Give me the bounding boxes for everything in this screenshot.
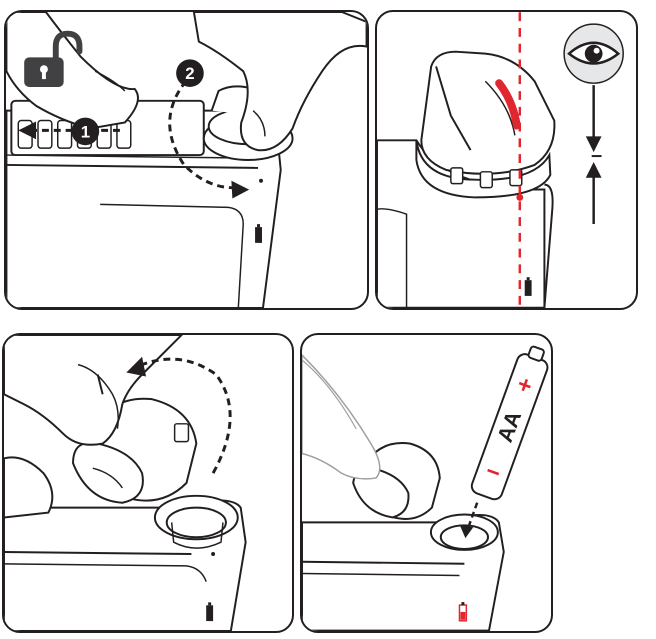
svg-text:2: 2 <box>185 64 194 83</box>
aa-battery: + AA − <box>470 345 549 501</box>
battery-small-icon <box>524 277 532 296</box>
svg-text:1: 1 <box>81 122 90 141</box>
step-illustration-insert-battery: + AA − <box>302 345 549 631</box>
alignment-arrows-icon <box>585 85 602 225</box>
step-panel-unlock-rotate: 1 2 <box>4 10 369 310</box>
step-number-badge-1: 1 <box>71 117 100 146</box>
flip-open-arrow-icon <box>126 356 232 474</box>
battery-small-icon <box>206 602 214 622</box>
step-panel-align-cap <box>375 10 638 310</box>
slide-direction-arrow <box>18 121 120 140</box>
eye-icon <box>563 23 624 84</box>
unlock-padlock-icon <box>24 30 83 87</box>
step-illustration-unlock-rotate: 1 2 <box>6 12 367 308</box>
step-illustration-align-cap <box>377 12 624 308</box>
step-illustration-flip-open <box>4 335 247 631</box>
step-panel-flip-open <box>2 333 294 633</box>
battery-small-icon <box>255 224 262 243</box>
rotate-arrow-icon <box>168 80 250 199</box>
battery-small-icon <box>458 602 468 622</box>
step-panel-insert-battery: + AA − <box>300 333 553 633</box>
step-number-badge-2: 2 <box>176 59 204 87</box>
